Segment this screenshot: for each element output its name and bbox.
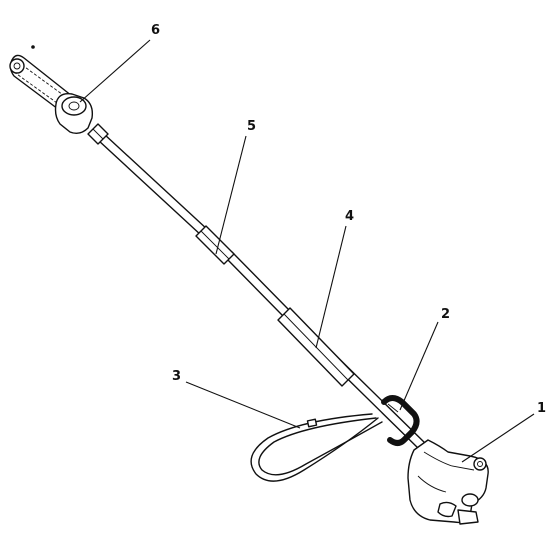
- leader-1: [461, 413, 535, 463]
- grip-sleeve-upper: [195, 225, 235, 265]
- strap-buckle: [306, 418, 318, 428]
- saw-head: [9, 45, 94, 135]
- leader-4: [315, 225, 347, 349]
- label-3: 3: [172, 369, 181, 384]
- engine-unit: [407, 439, 489, 525]
- leader-2: [399, 321, 439, 411]
- leader-5: [215, 135, 247, 255]
- leader-6: [79, 39, 151, 103]
- bar-nose-wheel: [9, 58, 25, 74]
- dot-mark: [31, 45, 35, 49]
- handle-clamp: [381, 395, 420, 446]
- label-2: 2: [441, 307, 450, 322]
- label-6: 6: [151, 23, 160, 38]
- pull-start-knob: [473, 457, 487, 471]
- shoulder-strap: [250, 413, 383, 482]
- pole-shaft: [97, 133, 427, 451]
- label-5: 5: [247, 119, 256, 134]
- fuel-cap: [461, 493, 479, 507]
- engine-foot: [457, 509, 479, 525]
- head-collar: [87, 123, 109, 145]
- leader-lines: [79, 39, 535, 463]
- label-4: 4: [345, 209, 354, 224]
- label-1: 1: [537, 401, 546, 416]
- leader-3: [185, 381, 301, 429]
